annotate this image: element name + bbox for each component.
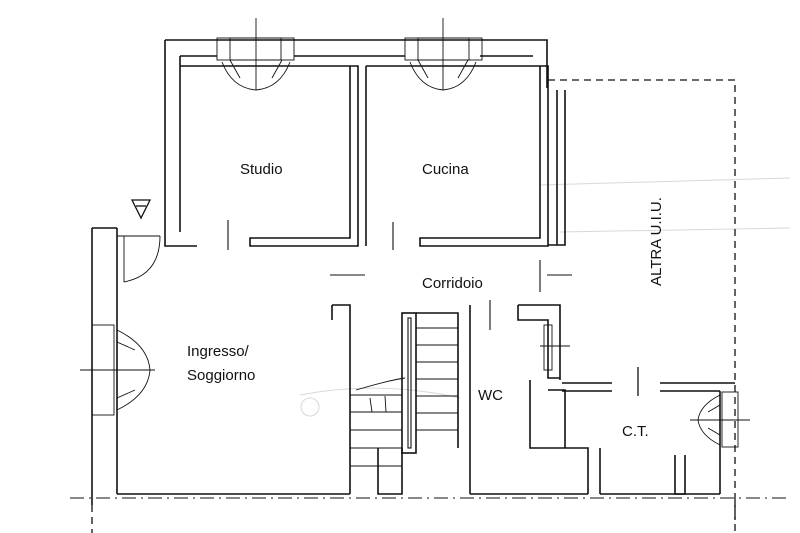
- window-ct: [690, 391, 750, 448]
- window-studio: [216, 18, 295, 91]
- room-label-corridoio: Corridoio: [422, 275, 483, 292]
- room-label-cucina: Cucina: [422, 161, 469, 178]
- room-label-ct: C.T.: [622, 423, 649, 440]
- window-ingresso: [80, 324, 155, 416]
- scan-background-marks: [299, 177, 791, 417]
- entrance-marker-icon: [130, 199, 152, 220]
- staircase: [350, 312, 459, 495]
- room-label-studio: Studio: [240, 161, 283, 178]
- room-labels: Studio Cucina Corridoio Ingresso/ Soggio…: [187, 161, 665, 440]
- interior-walls: [227, 90, 735, 495]
- entrance-door: [117, 235, 161, 283]
- window-cucina: [404, 18, 483, 91]
- exterior-walls: [91, 39, 720, 505]
- room-label-altra-uiu: ALTRA U.I.U.: [648, 197, 665, 286]
- wc-door: [540, 320, 570, 375]
- room-label-wc: WC: [478, 387, 503, 404]
- room-label-soggiorno: Soggiorno: [187, 367, 255, 384]
- room-label-ingresso: Ingresso/: [187, 343, 250, 360]
- altra-uiu-outline: [70, 79, 790, 533]
